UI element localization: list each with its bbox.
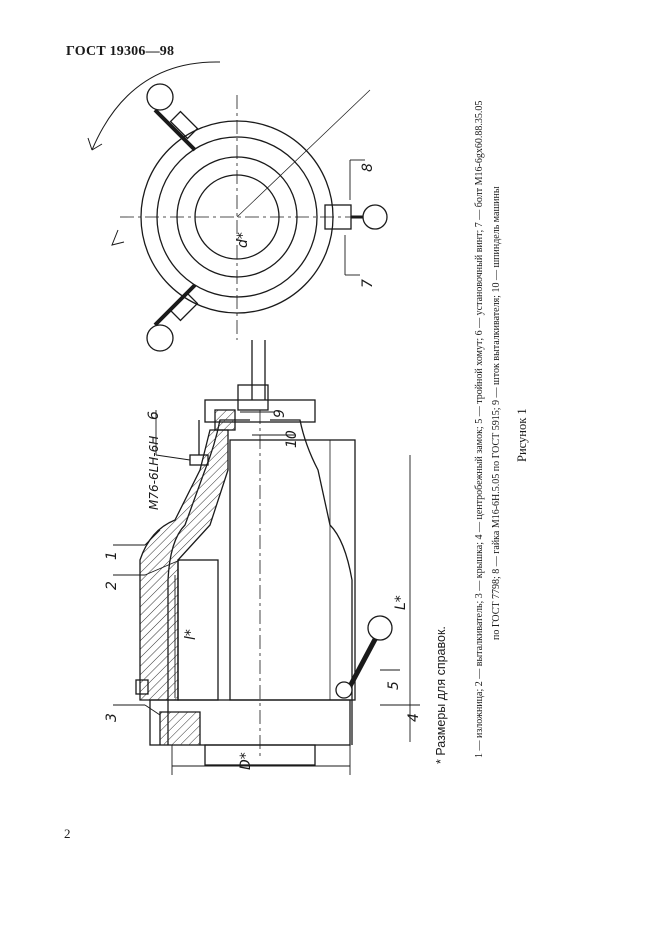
callout-5: 5 [386, 681, 402, 690]
thread-label: М76-6LH-6H [147, 436, 161, 510]
document-header: ГОСТ 19306—98 [66, 44, 175, 59]
callout-4: 4 [406, 713, 422, 722]
callout-10: 10 [284, 430, 300, 448]
figure-caption: Рисунок 1 [515, 408, 529, 462]
dimension-l: l* [183, 629, 199, 640]
side-view-dimensions [171, 455, 411, 775]
callout-6: 6 [146, 411, 162, 420]
callout-labels: 1 2 3 4 5 6 7 8 9 10 М76-6LH-6H l* L* D*… [104, 163, 422, 770]
dimension-D: D* [238, 752, 254, 770]
callout-9: 9 [272, 409, 288, 418]
dimension-d: d* [235, 232, 251, 248]
callout-2: 2 [104, 581, 120, 590]
top-view [87, 61, 388, 352]
callout-3: 3 [104, 713, 120, 722]
page-number: 2 [64, 826, 71, 841]
legend-line-2: по ГОСТ 7798; 8 — гайка М16-6Н.5.05 по Г… [491, 186, 502, 640]
side-view-leaders [113, 410, 420, 716]
callout-1: 1 [104, 551, 120, 560]
dimension-L: L* [393, 595, 409, 610]
top-view-leaders [236, 89, 371, 276]
callout-8: 8 [360, 163, 376, 172]
reference-note: * Размеры для справок. [434, 626, 448, 764]
legend-line-1: 1 — изложница; 2 — выталкиватель; 3 — кр… [474, 100, 485, 758]
side-view [135, 340, 393, 766]
callout-7: 7 [360, 279, 376, 288]
